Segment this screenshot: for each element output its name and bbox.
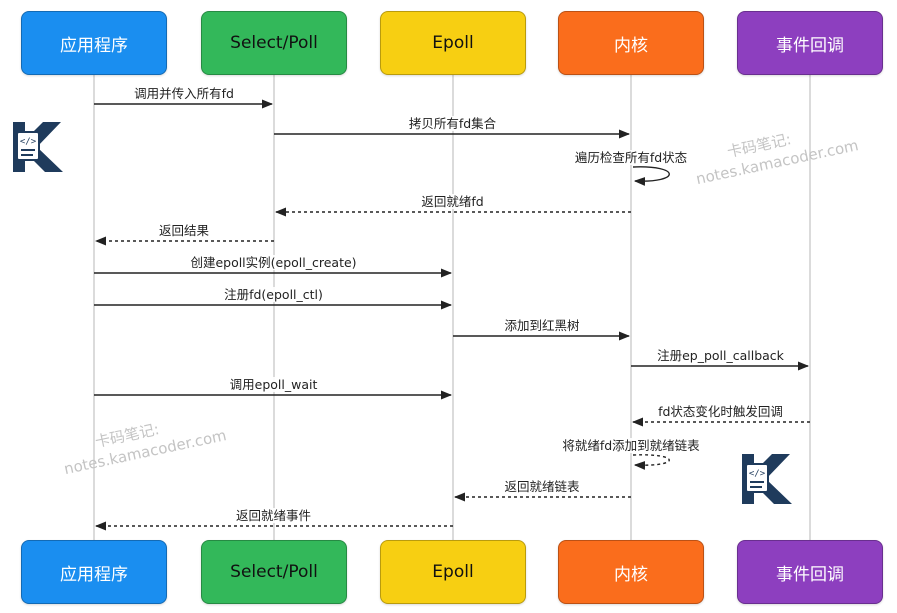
- message-label-10: fd状态变化时触发回调: [656, 404, 785, 419]
- actor-top-1: Select/Poll: [201, 11, 347, 75]
- message-arrow-2: [632, 166, 670, 186]
- message-label-7: 添加到红黑树: [502, 318, 582, 333]
- message-label-1: 拷贝所有fd集合: [406, 116, 499, 131]
- actor-bottom-3: 内核: [558, 540, 704, 604]
- actor-bottom-0: 应用程序: [21, 540, 167, 604]
- message-label-8: 注册ep_poll_callback: [655, 348, 786, 363]
- actor-bottom-1: Select/Poll: [201, 540, 347, 604]
- kamacoder-logo-icon: </>: [742, 452, 796, 510]
- actor-top-4: 事件回调: [737, 11, 883, 75]
- message-label-9: 调用epoll_wait: [227, 377, 320, 392]
- message-label-0: 调用并传入所有fd: [132, 86, 236, 101]
- message-arrow-11: [632, 454, 670, 470]
- message-label-6: 注册fd(epoll_ctl): [222, 287, 325, 302]
- message-label-4: 返回结果: [156, 223, 212, 238]
- actor-bottom-4: 事件回调: [737, 540, 883, 604]
- kamacoder-logo-icon: </>: [13, 120, 67, 178]
- message-label-3: 返回就绪fd: [419, 194, 486, 209]
- actor-top-2: Epoll: [380, 11, 526, 75]
- svg-text:</>: </>: [749, 469, 766, 479]
- message-label-5: 创建epoll实例(epoll_create): [188, 255, 359, 270]
- actor-bottom-2: Epoll: [380, 540, 526, 604]
- message-label-13: 返回就绪事件: [233, 508, 314, 523]
- message-label-2: 遍历检查所有fd状态: [572, 150, 690, 165]
- actor-top-0: 应用程序: [21, 11, 167, 75]
- svg-text:</>: </>: [20, 137, 37, 147]
- message-label-12: 返回就绪链表: [502, 479, 582, 494]
- actor-top-3: 内核: [558, 11, 704, 75]
- message-label-11: 将就绪fd添加到就绪链表: [560, 438, 702, 453]
